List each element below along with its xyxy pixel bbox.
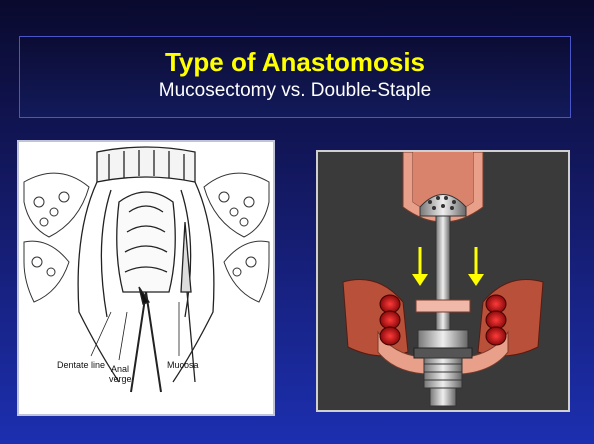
stapler-shaft bbox=[436, 216, 450, 336]
anal-verge-label-line1: Anal bbox=[111, 364, 129, 374]
staple-rings-right bbox=[486, 295, 506, 345]
staple-rings-left bbox=[380, 295, 400, 345]
tissue-left-lower bbox=[24, 241, 69, 302]
stapler-body bbox=[424, 358, 462, 388]
tissue-right-upper bbox=[204, 173, 269, 237]
purse-string bbox=[416, 300, 470, 312]
anal-verge-label-line2: verge bbox=[109, 374, 132, 384]
mucosectomy-illustration: Dentate line Anal verge Mucosa bbox=[17, 140, 275, 416]
double-staple-drawing bbox=[318, 152, 568, 410]
mucosectomy-drawing: Dentate line Anal verge Mucosa bbox=[19, 142, 273, 414]
slide-title: Type of Anastomosis bbox=[20, 47, 570, 77]
slide-subtitle: Mucosectomy vs. Double-Staple bbox=[20, 79, 570, 103]
tissue-left-upper bbox=[24, 173, 89, 237]
stapler-cartridge bbox=[418, 330, 468, 348]
title-box: Type of Anastomosis Mucosectomy vs. Doub… bbox=[19, 36, 571, 118]
double-staple-illustration bbox=[316, 150, 570, 412]
tissue-right-lower bbox=[224, 241, 269, 302]
mucosa-label: Mucosa bbox=[167, 360, 199, 370]
dentate-line-label: Dentate line bbox=[57, 360, 105, 370]
bowel-end bbox=[97, 147, 195, 182]
